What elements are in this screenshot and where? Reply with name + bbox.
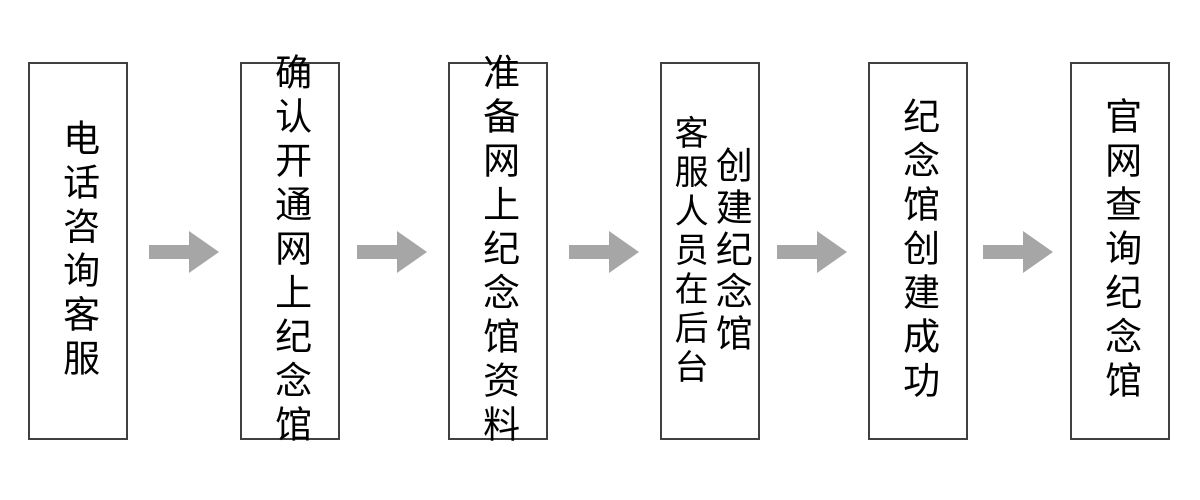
process-node-step-3[interactable]: 准备网上纪念馆资料 <box>448 53 548 449</box>
process-node-label: 创建纪念馆 <box>709 146 753 356</box>
process-node-step-1[interactable]: 电话咨询客服 <box>28 62 128 440</box>
process-node-label: 纪念馆创建成功 <box>896 97 940 405</box>
process-node-sublabel: 客服人员在后台 <box>668 114 709 388</box>
arrow-right-icon <box>983 231 1053 273</box>
process-node-step-6[interactable]: 官网查询纪念馆 <box>1070 62 1170 440</box>
arrow-right-icon <box>569 231 639 273</box>
process-node-step-2[interactable]: 确认开通网上纪念馆 <box>240 53 340 449</box>
arrow-right-icon <box>357 231 427 273</box>
arrow-right-icon <box>149 231 219 273</box>
process-node-step-5[interactable]: 纪念馆创建成功 <box>868 62 968 440</box>
process-node-label: 官网查询纪念馆 <box>1098 97 1142 405</box>
process-node-label: 准备网上纪念馆资料 <box>476 53 520 449</box>
arrow-right-icon <box>777 231 847 273</box>
process-node-label: 电话咨询客服 <box>56 119 100 383</box>
process-node-label: 确认开通网上纪念馆 <box>268 53 312 449</box>
process-node-step-4[interactable]: 创建纪念馆 客服人员在后台 <box>660 62 760 440</box>
